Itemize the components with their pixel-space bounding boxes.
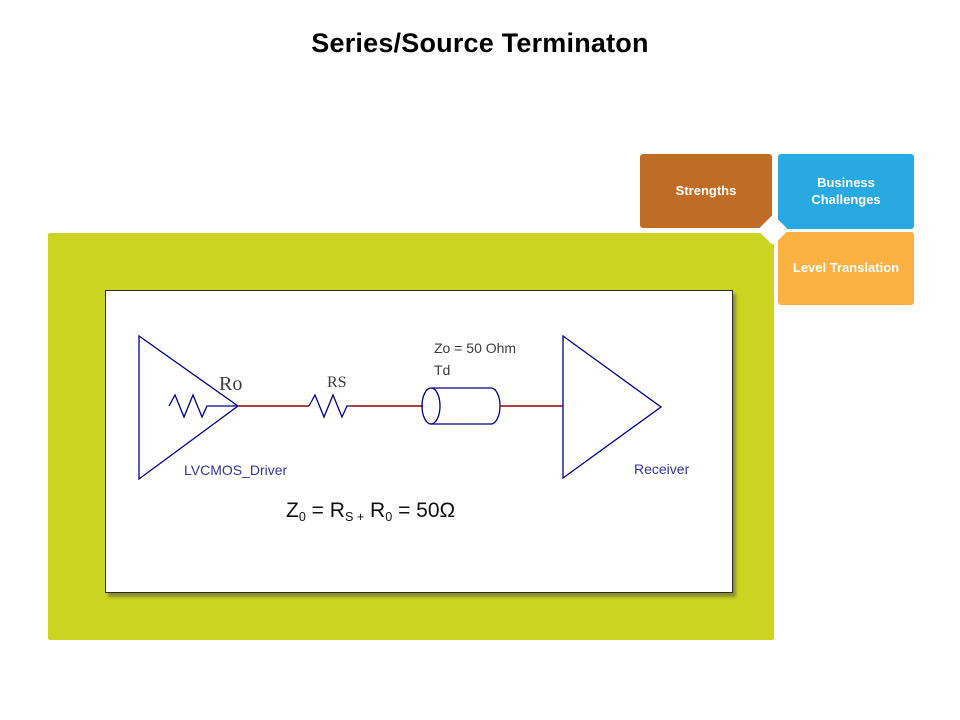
series-resistor-symbol (308, 393, 351, 419)
series-resistor-label: RS (327, 374, 347, 391)
formula-z-sub: 0 (298, 509, 306, 524)
nav-strengths-button[interactable]: Strengths (640, 154, 772, 228)
formula-eq-rs: = R (305, 499, 345, 522)
impedance-formula: Z0 = RS + R0 = 50Ω (286, 499, 455, 524)
tline-impedance-label: Zo = 50 Ohm (434, 340, 516, 356)
formula-z: Z (286, 499, 299, 522)
nav-level-translation-button[interactable]: Level Translation (778, 232, 914, 305)
nav-level-translation-label: Level Translation (792, 260, 900, 276)
formula-r0-sub: 0 (385, 509, 393, 524)
nav-strengths-label: Strengths (675, 182, 737, 198)
transmission-line-symbol (421, 387, 501, 425)
driver-resistor-symbol (168, 393, 238, 419)
formula-rs-sub: S + (344, 509, 365, 524)
formula-r0: R (364, 499, 386, 522)
driver-label: LVCMOS_Driver (184, 462, 288, 478)
driver-symbol (138, 334, 240, 481)
receiver-label: Receiver (634, 461, 690, 477)
nav-business-challenges-button[interactable]: Business Challenges (778, 154, 914, 229)
circuit-diagram-panel: Ro RS Zo = 50 Ohm Td LVCMOS_Driver Recei… (105, 290, 733, 593)
nav-business-challenges-label: Business Challenges (811, 174, 881, 207)
driver-resistor-label: Ro (219, 373, 242, 395)
receiver-symbol (562, 334, 663, 480)
tline-delay-label: Td (434, 362, 450, 378)
slide-title: Series/Source Terminaton (311, 28, 649, 58)
circuit-svg: Ro RS Zo = 50 Ohm Td LVCMOS_Driver Recei… (138, 334, 690, 481)
formula-result: = 50Ω (392, 499, 456, 522)
